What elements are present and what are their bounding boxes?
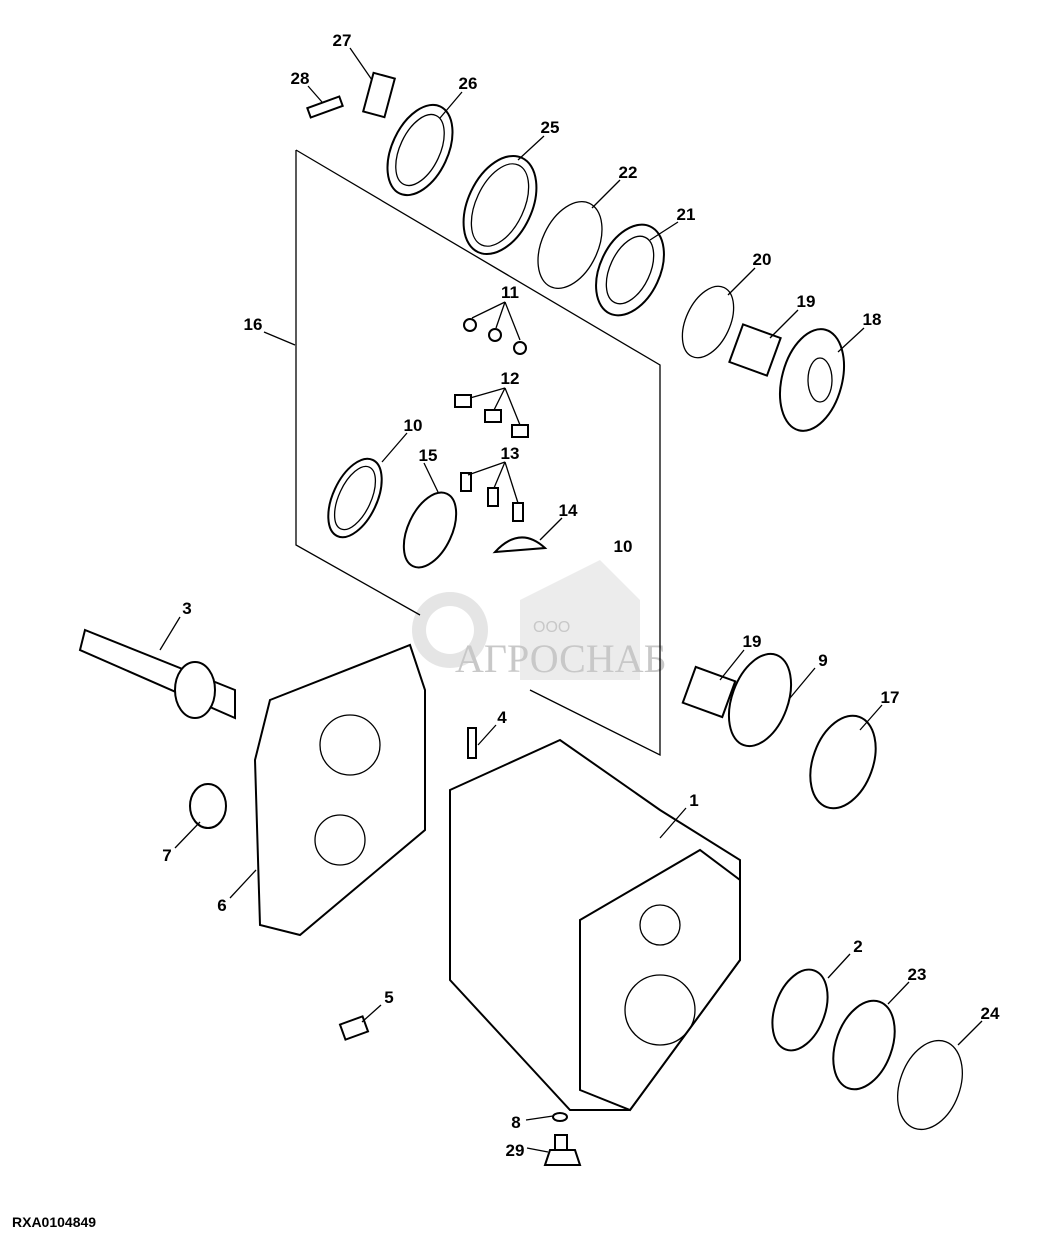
callout-3: 3 — [182, 599, 191, 618]
watermark-prefix: ООО — [533, 619, 570, 636]
cup-25 — [462, 154, 538, 256]
callout-26: 26 — [459, 74, 478, 93]
gear-18 — [779, 328, 845, 432]
callout-10-secondary: 10 — [614, 537, 633, 556]
washer-8 — [552, 1112, 568, 1122]
callout-1: 1 — [689, 791, 698, 810]
part-shapes — [78, 71, 963, 1166]
coupler-17 — [809, 714, 877, 810]
hub-14 — [492, 536, 548, 554]
callout-27: 27 — [333, 31, 352, 50]
snap-ring-22 — [537, 201, 603, 289]
plate-outline — [295, 149, 661, 757]
callout-23: 23 — [908, 965, 927, 984]
seal-7 — [189, 783, 227, 829]
callout-18: 18 — [863, 310, 882, 329]
plug-29 — [554, 1134, 568, 1152]
ring-20 — [681, 285, 735, 359]
bolt-5 — [338, 1015, 370, 1041]
callout-6: 6 — [217, 896, 226, 915]
callout-10: 10 — [404, 416, 423, 435]
callout-5: 5 — [384, 988, 393, 1007]
callout-labels: 27 28 26 25 22 21 20 19 18 16 11 12 10 1… — [162, 31, 1000, 1160]
bushing-19 — [728, 323, 782, 377]
pin-4 — [467, 727, 477, 759]
ring-10 — [327, 457, 383, 539]
ring-26 — [386, 103, 454, 197]
bracket-27 — [361, 71, 397, 119]
watermark-harvester-icon — [520, 560, 640, 680]
bushing-19-secondary — [681, 665, 737, 719]
callout-12: 12 — [501, 369, 520, 388]
callout-19-secondary: 19 — [743, 632, 762, 651]
callout-8: 8 — [511, 1113, 520, 1132]
bolt-28 — [306, 95, 344, 119]
callout-7: 7 — [162, 846, 171, 865]
drawing-code: RXA0104849 — [12, 1214, 96, 1230]
callout-20: 20 — [753, 250, 772, 269]
leader-lines — [159, 47, 983, 1153]
bearing-21 — [595, 223, 665, 317]
gasket-6 — [253, 643, 426, 937]
callout-15: 15 — [419, 446, 438, 465]
bearing-2 — [771, 968, 829, 1052]
watermark-logo: ООО АГРОСНАБ — [412, 560, 667, 681]
gear-9 — [727, 652, 793, 748]
callout-14: 14 — [559, 501, 578, 520]
callout-11: 11 — [501, 283, 519, 302]
callout-9: 9 — [818, 651, 827, 670]
snap-ring-24 — [897, 1039, 963, 1131]
callout-2: 2 — [853, 937, 862, 956]
callout-22: 22 — [619, 163, 638, 182]
cup-23 — [832, 999, 896, 1091]
callout-29: 29 — [506, 1141, 525, 1160]
callout-24: 24 — [981, 1004, 1000, 1023]
callout-21: 21 — [677, 205, 696, 224]
callout-19: 19 — [797, 292, 816, 311]
callout-13: 13 — [501, 444, 520, 463]
callout-28: 28 — [291, 69, 310, 88]
watermark-brand: АГРОСНАБ — [455, 636, 667, 681]
callout-25: 25 — [541, 118, 560, 137]
callout-4: 4 — [497, 708, 507, 727]
callout-16: 16 — [244, 315, 263, 334]
callout-17: 17 — [881, 688, 900, 707]
ring-15 — [402, 491, 458, 569]
